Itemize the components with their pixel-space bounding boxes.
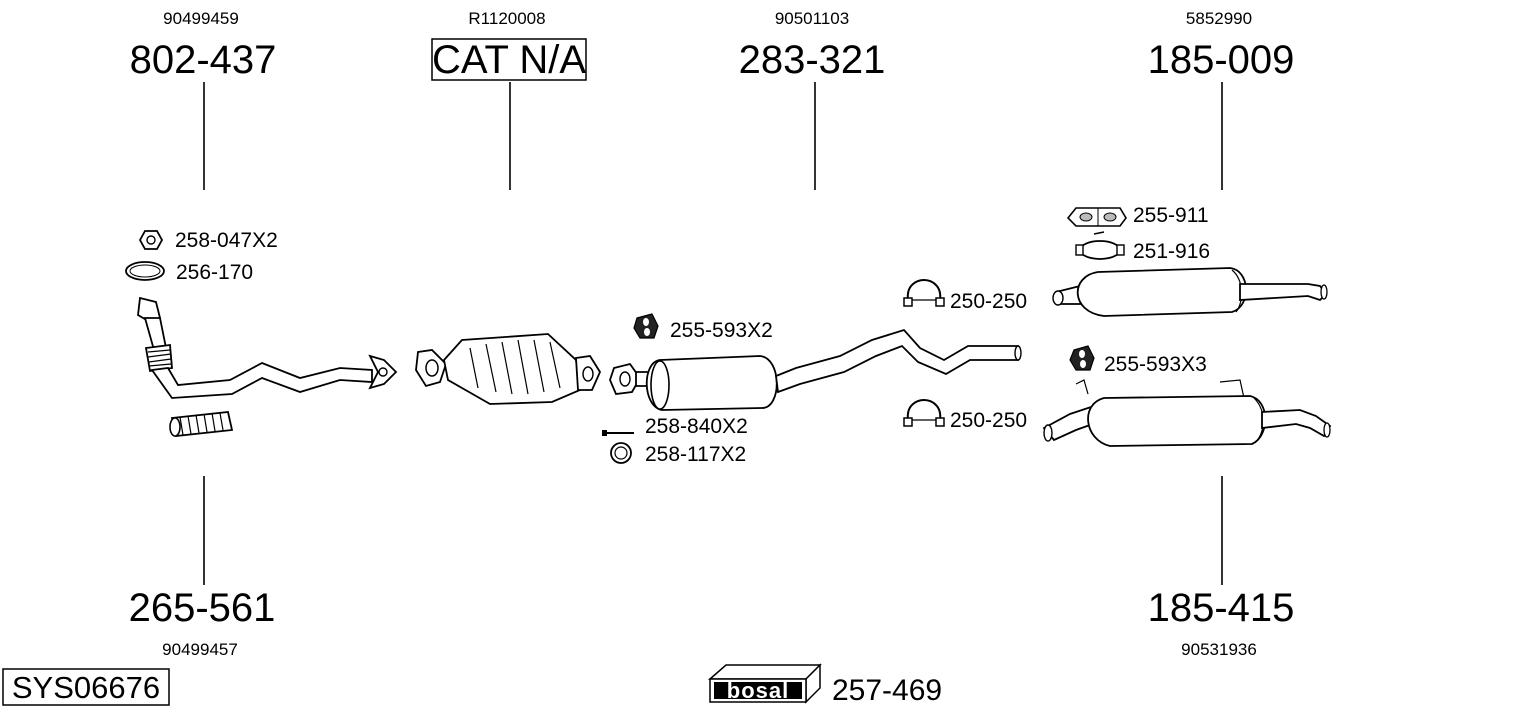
front-pipe-tube — [150, 362, 373, 399]
accessory-nut[interactable]: 258-047X2 — [138, 229, 278, 252]
accessory-pipe-clamp-1[interactable]: 250-250 — [903, 278, 1027, 313]
part-number: 283-321 — [739, 38, 886, 82]
accessory-label: 258-117X2 — [645, 443, 746, 466]
part-callout-front-pipe[interactable]: 90499459 802-437 — [130, 9, 277, 190]
accessory-label: 256-170 — [176, 261, 253, 284]
rear-silencer-top-tailpipe — [1239, 283, 1328, 302]
accessory-label: 258-840X2 — [645, 415, 748, 438]
accessory-label: 255-593X3 — [1104, 353, 1207, 376]
part-callout-flex-pipe[interactable]: 265-561 90499457 — [129, 476, 276, 659]
rubber-mount-icon — [1069, 345, 1095, 371]
brand-logo: bosal — [727, 678, 789, 703]
flex-pipe-drawing[interactable] — [169, 411, 234, 437]
kit-part-number: 257-469 — [832, 674, 942, 707]
accessory-label: 255-593X2 — [670, 319, 773, 342]
clamp-band-icon — [1075, 231, 1125, 260]
bosal-box-icon: bosal — [708, 663, 822, 704]
part-callout-centre-silencer[interactable]: 90501103 283-321 — [739, 9, 886, 190]
part-number-box — [431, 38, 587, 81]
part-number: CAT N/A — [432, 38, 586, 82]
accessory-pipe-clamp-2[interactable]: 250-250 — [903, 398, 1027, 432]
part-number: 185-415 — [1148, 586, 1295, 630]
accessory-hanger-bracket[interactable]: 255-911 — [1066, 204, 1209, 227]
oem-number: 90501103 — [775, 9, 849, 28]
accessory-label: 255-911 — [1133, 204, 1209, 227]
accessory-gasket-ring[interactable]: 256-170 — [125, 261, 253, 284]
accessory-rubber-mount-1[interactable]: 255-593X2 — [633, 313, 773, 342]
rear-silencer-top-body — [1076, 267, 1247, 317]
gasket-ring-icon — [125, 261, 165, 281]
oem-number: 90499459 — [163, 9, 239, 28]
catalyst-drawing[interactable] — [415, 333, 602, 405]
accessory-label: 251-916 — [1133, 240, 1210, 263]
accessory-label: 250-250 — [950, 290, 1027, 313]
part-callout-catalyst[interactable]: R1120008 CAT N/A — [431, 9, 587, 190]
oem-number: 90499457 — [162, 640, 238, 659]
system-code: SYS06676 — [12, 670, 160, 705]
accessory-label: 250-250 — [950, 409, 1027, 432]
part-callout-rear-silencer-top[interactable]: 5852990 185-009 — [1148, 9, 1295, 190]
rear-silencer-bottom-body — [1087, 395, 1267, 447]
accessory-label: 258-047X2 — [175, 229, 278, 252]
pipe-clamp-icon — [903, 398, 945, 427]
part-number: 265-561 — [129, 586, 276, 630]
hanger-bracket-icon — [1066, 207, 1127, 227]
accessory-clamp-band[interactable]: 251-916 — [1075, 231, 1210, 263]
accessory-seal-ring[interactable]: 258-117X2 — [610, 442, 746, 466]
accessory-bolt[interactable]: 258-840X2 — [602, 415, 748, 438]
rear-silencer-bottom-drawing[interactable] — [1042, 379, 1332, 447]
oem-number: R1120008 — [468, 9, 545, 28]
rear-silencer-bottom-tailpipe — [1261, 409, 1332, 438]
rear-silencer-top-drawing[interactable] — [1052, 267, 1328, 317]
nut-icon — [138, 230, 164, 250]
oem-number: 5852990 — [1186, 9, 1252, 28]
mounting-kit-callout[interactable]: bosal 257-469 — [708, 663, 942, 707]
part-callout-rear-silencer-bottom[interactable]: 185-415 90531936 — [1148, 476, 1295, 659]
centre-silencer-drawing[interactable] — [609, 328, 1022, 411]
seal-ring-icon — [610, 442, 632, 464]
oem-number: 90531936 — [1181, 640, 1257, 659]
intermediate-pipe — [775, 328, 1019, 394]
part-number: 185-009 — [1148, 38, 1295, 82]
front-pipe-drawing[interactable] — [137, 296, 398, 399]
accessory-rubber-mount-2[interactable]: 255-593X3 — [1069, 345, 1207, 376]
part-number: 802-437 — [130, 38, 277, 82]
system-code-badge: SYS06676 — [2, 668, 170, 706]
rubber-mount-icon — [633, 313, 659, 339]
centre-silencer-body — [645, 355, 778, 411]
bolt-icon — [602, 430, 634, 436]
pipe-clamp-icon — [903, 278, 945, 307]
